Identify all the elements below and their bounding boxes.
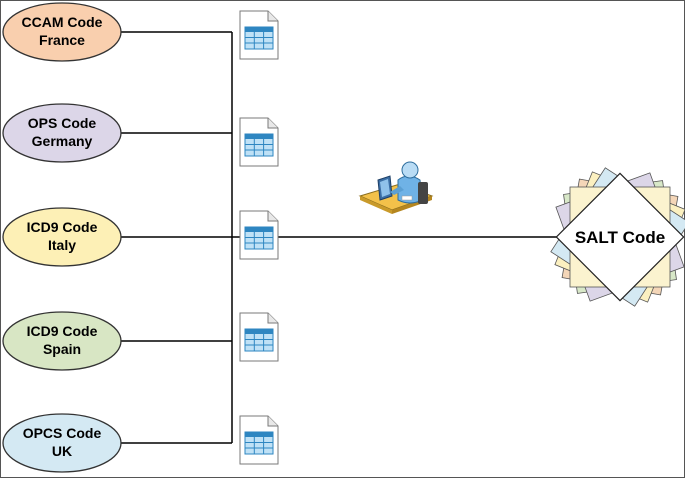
- source-node: CCAM Code France: [2, 2, 122, 62]
- node-label-line2: Germany: [32, 133, 93, 149]
- salt-code-label: SALT Code: [575, 228, 665, 247]
- salt-code-stack: SALT Code: [550, 167, 685, 307]
- spreadsheet-document-icon: [239, 415, 279, 465]
- node-label-line2: Spain: [43, 341, 81, 357]
- source-node: OPCS Code UK: [2, 413, 122, 473]
- spreadsheet-document-icon: [239, 312, 279, 362]
- node-ellipse: [2, 103, 122, 163]
- node-label-line2: Italy: [48, 237, 76, 253]
- spreadsheet-document-icon: [239, 210, 279, 260]
- source-node: OPS Code Germany: [2, 103, 122, 163]
- connector-lines: [121, 31, 560, 444]
- source-node: ICD9 Code Italy: [2, 207, 122, 267]
- user-at-computer-icon: [358, 161, 434, 214]
- spreadsheet-document-icon: [239, 10, 279, 60]
- spreadsheet-document-icon: [239, 117, 279, 167]
- node-ellipse: [2, 2, 122, 62]
- source-node: ICD9 Code Spain: [2, 311, 122, 371]
- node-label-line2: France: [39, 32, 85, 48]
- node-ellipse: [2, 207, 122, 267]
- node-label-line1: OPCS Code: [23, 425, 102, 441]
- node-label-line1: OPS Code: [28, 115, 97, 131]
- node-label-line1: CCAM Code: [22, 14, 103, 30]
- node-ellipse: [2, 311, 122, 371]
- stack-top-diamond: [555, 172, 685, 302]
- node-label-line1: ICD9 Code: [27, 219, 98, 235]
- node-ellipse: [2, 413, 122, 473]
- node-label-line2: UK: [52, 443, 72, 459]
- node-label-line1: ICD9 Code: [27, 323, 98, 339]
